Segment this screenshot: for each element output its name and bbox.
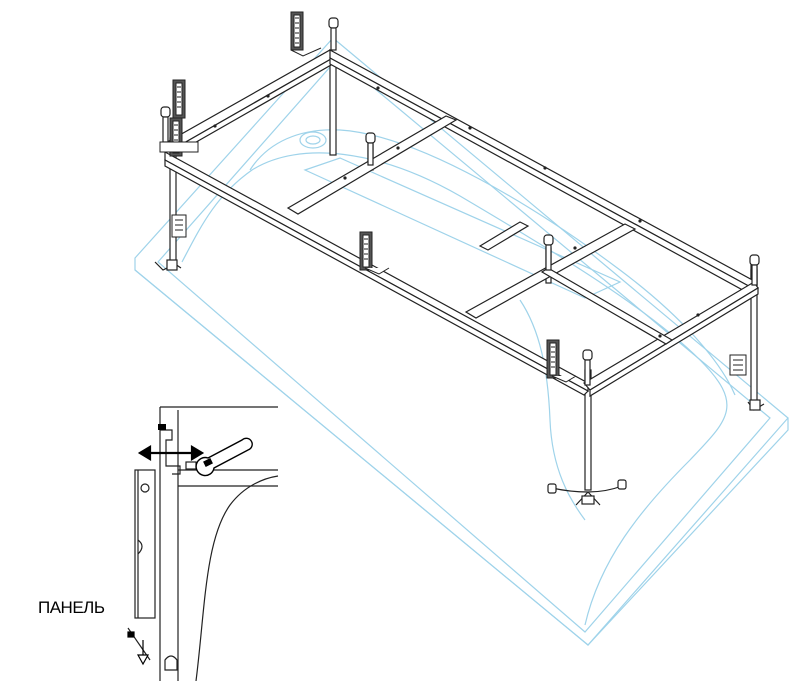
wrench-icon [195, 437, 253, 477]
double-arrow-icon [137, 445, 205, 461]
screw-icon [158, 424, 166, 430]
stud [365, 132, 376, 166]
tub-drain-inner [305, 135, 321, 145]
frame-rails [160, 48, 759, 398]
rail-left-long-2 [164, 158, 589, 396]
tub-basin-front [181, 152, 728, 626]
foot-front-center [547, 479, 627, 506]
tub-rim-inner [157, 57, 771, 633]
stud [328, 17, 339, 51]
rail-right-long-2 [329, 56, 758, 295]
nut [185, 461, 197, 470]
rivet [213, 124, 217, 128]
bathtub-outline [134, 37, 789, 646]
feet [154, 259, 765, 506]
screw-icon [140, 483, 150, 493]
tub-basin-inner [249, 129, 736, 396]
detail-inset [127, 406, 279, 681]
rivet [543, 166, 547, 170]
rivet [468, 126, 472, 130]
bracket [159, 117, 199, 157]
tub-drain [299, 131, 327, 149]
stud [582, 349, 593, 386]
stud [160, 106, 171, 143]
rail-rivets [213, 86, 700, 338]
stud [749, 254, 760, 286]
bracket [359, 231, 390, 275]
rivet [343, 176, 347, 180]
foot-right [747, 399, 765, 411]
bracket [172, 79, 186, 119]
tub-basin-curve [519, 299, 586, 521]
crossbar-3 [540, 267, 674, 345]
wall-brackets [159, 11, 747, 383]
leg-rear-center [329, 54, 337, 156]
bracket [171, 214, 187, 238]
bracket [546, 339, 577, 383]
rivet [376, 86, 380, 90]
rivet [696, 313, 700, 317]
tub-wall-curve [195, 475, 279, 681]
stud [543, 234, 554, 271]
rail-front-2 [589, 286, 759, 398]
rivet [266, 94, 270, 98]
foot-left [154, 259, 182, 271]
rivet [658, 334, 662, 338]
rivet [638, 219, 642, 223]
panel-label: ПАНЕЛЬ [38, 598, 105, 617]
crossbar-4 [478, 221, 530, 251]
tub-floor [303, 157, 622, 299]
rivet [573, 246, 577, 250]
frame-legs [169, 54, 758, 491]
bottom-foot [164, 655, 178, 671]
tub-rim-front [134, 269, 789, 646]
rivet [396, 146, 400, 150]
bracket [290, 11, 322, 57]
rail-right-long [329, 48, 757, 292]
threaded-studs [160, 17, 760, 386]
panel-profile [134, 469, 156, 619]
panel-clip [137, 539, 143, 555]
down-arrow-icon [127, 631, 150, 666]
bracket [729, 354, 747, 376]
